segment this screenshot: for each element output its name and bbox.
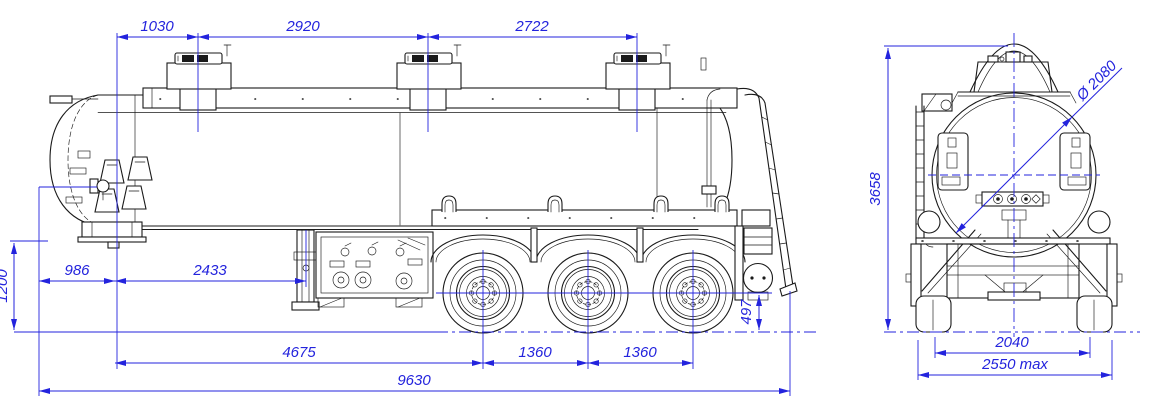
front-steps [65, 150, 153, 213]
mudguard-left [910, 243, 922, 307]
fenders [430, 227, 746, 263]
diameter-line [955, 116, 1073, 234]
dimension-lines [11, 34, 1123, 394]
dim-axle-spacing-1-label: 1360 [518, 344, 552, 361]
air-tank-left [917, 210, 941, 234]
front-head-seam [67, 94, 99, 226]
kingpin [107, 241, 120, 249]
manhole-2 [396, 44, 462, 90]
dim-axle-spacing-2-label: 1360 [623, 344, 657, 361]
extension-lines [10, 33, 1140, 396]
dome [969, 43, 1059, 93]
dim-top-spacing-2-label: 2920 [285, 18, 320, 35]
control-cabinet [315, 231, 434, 308]
top-platform [921, 91, 1077, 112]
landing-gear [291, 229, 320, 311]
dim-kingpin-to-support-label: 2433 [192, 262, 227, 279]
dim-kingpin-to-axle1-label: 4675 [282, 344, 316, 361]
dimensions: 1030 2920 2722 1200 986 2433 497 4675 13… [0, 18, 1140, 396]
tank-body [49, 94, 733, 227]
chassis-rail [431, 209, 738, 227]
dim-tank-diameter-label: Ø 2080 [1073, 57, 1121, 105]
dim-fifth-wheel-height-label: 1200 [0, 269, 11, 303]
mudguard-right [1106, 243, 1118, 307]
manhole-3 [605, 44, 671, 90]
side-view [49, 44, 798, 334]
front-marker-bracket [49, 95, 73, 104]
rear-handrail [700, 57, 721, 208]
dim-top-spacing-1-label: 1030 [140, 18, 174, 35]
dim-overall-height-label: 3658 [867, 172, 884, 206]
manhole-1 [166, 44, 232, 90]
rear-ladder [736, 87, 798, 297]
rear-bumper [734, 225, 774, 301]
dim-overall-width-label: 2550 max [981, 356, 1048, 373]
rear-underrun-roller [742, 262, 774, 294]
dim-front-overhang-label: 986 [64, 262, 90, 279]
dim-overall-length-label: 9630 [397, 372, 431, 389]
dim-axle-center-height-label: 497 [738, 299, 755, 325]
kingpin-saddle [77, 221, 147, 249]
dim-top-spacing-3-label: 2722 [514, 18, 549, 35]
dim-track-width-label: 2040 [994, 334, 1029, 351]
front-discharge-fitting [89, 178, 110, 201]
air-tank-right [1087, 210, 1111, 234]
